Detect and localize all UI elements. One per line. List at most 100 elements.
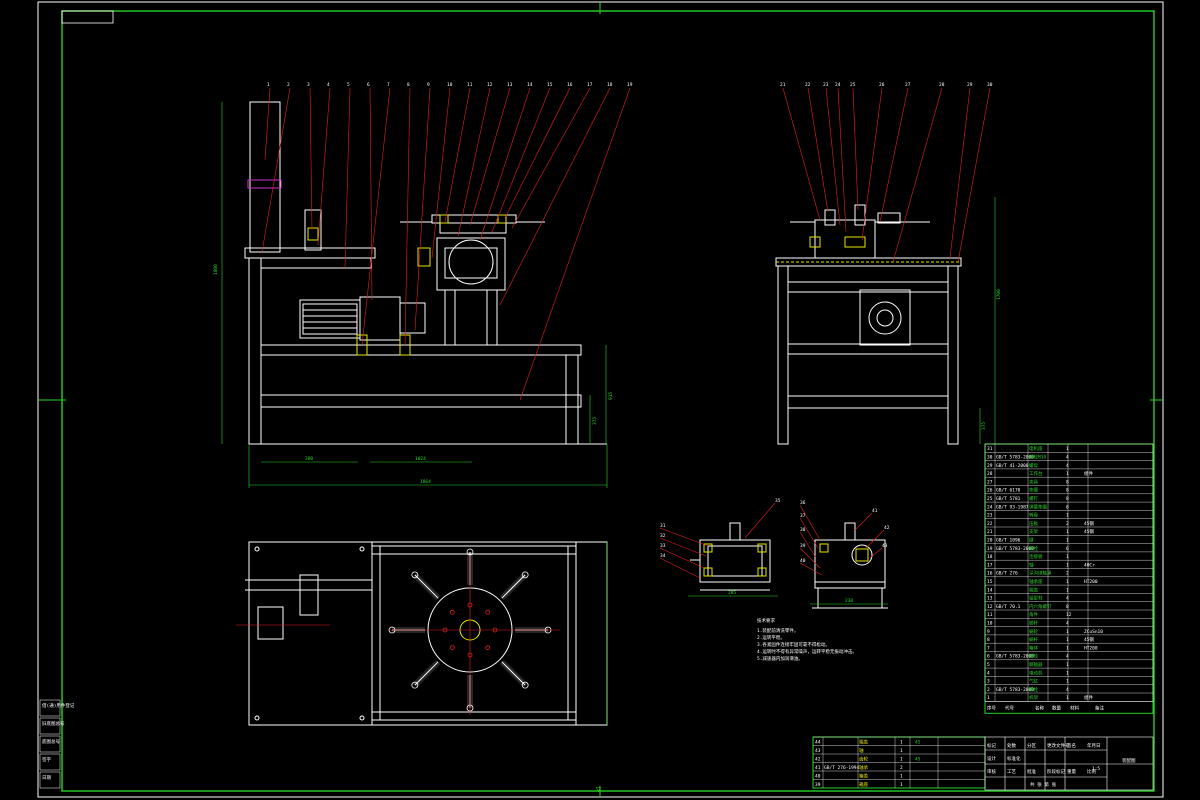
leader-line <box>892 87 943 263</box>
centering-marks <box>38 2 1163 797</box>
leader-number: 11 <box>467 82 473 88</box>
leader-number: 13 <box>507 82 513 88</box>
leader-line <box>837 87 847 233</box>
bom-cell: 螺母 <box>1029 462 1038 469</box>
bom-cell: 24 <box>987 504 993 510</box>
leader-number: 1 <box>267 82 270 88</box>
title-block-label: 标准化 <box>1007 755 1021 762</box>
bom-cell: GB/T 5783-2000 <box>996 546 1034 552</box>
leader-line <box>659 547 705 569</box>
bom-cell: 1 <box>1066 695 1069 701</box>
leader-number: 39 <box>800 543 806 549</box>
bom-cell: 10 <box>987 621 993 627</box>
bom-cell: 2 <box>1066 571 1069 577</box>
bom-cell: 端盖 <box>1029 586 1038 593</box>
scale-value: 1:5 <box>1092 766 1100 772</box>
bom-cell: ZCuSn10 <box>1084 629 1103 635</box>
bom-cell: 23 <box>987 513 993 519</box>
bom-cell: 夹具 <box>1029 478 1038 485</box>
bom-header-cell: 名称 <box>1035 704 1044 711</box>
arm-end <box>411 571 419 579</box>
lower-bom-cell: 41 <box>815 765 821 771</box>
bom-header-cell: 材料 <box>1070 704 1079 711</box>
strip-label: 借(通)用件登记 <box>42 702 75 709</box>
lower-bom-cell: 1 <box>900 757 903 763</box>
dim-side-low: 375 <box>981 422 987 430</box>
detail-left <box>690 522 771 591</box>
bom-cell: GB/T 1096 <box>996 538 1021 544</box>
notes-title: 技术要求 <box>757 617 775 624</box>
bom-cell: 支架 <box>1029 528 1038 535</box>
bom-cell: 4 <box>987 670 990 676</box>
leader-line <box>344 87 351 269</box>
leader-line <box>511 87 591 229</box>
leader-number: 23 <box>823 82 829 88</box>
strip-cell <box>39 753 61 771</box>
bom-cell: 4 <box>1066 455 1069 461</box>
note-line: 2.运转平稳。 <box>757 634 785 641</box>
leader-line <box>799 504 821 541</box>
bom-cell: 12 <box>1066 612 1072 618</box>
bom-cell: 27 <box>987 479 993 485</box>
bom-cell: 转盘 <box>1029 512 1038 519</box>
bom-cell: 连接板 <box>1029 553 1043 560</box>
dim-mid-span: 1024 <box>415 456 426 462</box>
bom-cell: 联轴器 <box>1029 661 1043 668</box>
strip-label: 签字 <box>42 756 51 763</box>
leader-line <box>659 537 707 557</box>
bom-cell: 弹簧垫圈 <box>1029 503 1047 510</box>
bom-cell: 1 <box>1066 446 1069 452</box>
leader-number: 43 <box>882 543 888 549</box>
bom-cell: 螺栓 <box>1029 653 1038 660</box>
leader-line <box>799 531 817 559</box>
leader-line <box>479 87 531 241</box>
bom-header-cell: 数量 <box>1052 704 1061 711</box>
leader-number: 41 <box>872 508 878 514</box>
title-block-label: 批准 <box>1027 768 1036 775</box>
note-line: 5.减速器内加润滑油。 <box>757 655 803 662</box>
leader-number: 22 <box>805 82 811 88</box>
bom-cell: GB/T 41-2000 <box>996 463 1029 469</box>
side-view-hatch <box>776 236 961 263</box>
bom-cell: 26 <box>987 488 993 494</box>
dim-side-height: 1700 <box>996 289 1002 300</box>
bom-cell: 1 <box>1066 554 1069 560</box>
lower-bom-cell: 齿轮 <box>859 756 868 763</box>
bom-cell: 14 <box>987 587 993 593</box>
dim-detail-right: 230 <box>845 598 853 604</box>
leader-line <box>659 557 701 579</box>
bom-cell: 11 <box>987 612 993 618</box>
strip-label: 底图总号 <box>42 738 60 745</box>
title-block-label: 重量 <box>1067 768 1076 775</box>
dim-right-h2: 375 <box>592 417 598 425</box>
leader-line <box>414 87 431 331</box>
leader-line <box>744 502 776 539</box>
leader-number: 30 <box>987 82 993 88</box>
bom-cell: 1 <box>1066 629 1069 635</box>
bottom-center-mark: ▽ <box>596 785 601 794</box>
top-view <box>245 541 608 726</box>
arm-line <box>414 574 439 599</box>
title-block-label: 审核 <box>987 768 996 775</box>
bom-cell: HT200 <box>1084 645 1098 651</box>
leader-number: 24 <box>835 82 841 88</box>
bom-cell: 40Cr <box>1084 562 1095 568</box>
lower-bom-cell: GB/T 276-1994 <box>824 765 860 771</box>
bom-cell: 螺钉 <box>1029 495 1038 502</box>
bom-cell: 12 <box>987 604 993 610</box>
lower-bom-cell: 42 <box>815 757 821 763</box>
bom-cell: 脚杯 <box>1029 620 1038 627</box>
note-line: 4.运转时不得有异常噪声，运转平稳无振动冲击。 <box>757 648 857 655</box>
title-block-label: 阶段标记 <box>1047 768 1065 775</box>
leader-line <box>491 87 551 233</box>
leader-number: 25 <box>850 82 856 88</box>
bom-cell: 4 <box>1066 621 1069 627</box>
bom-cell: 1 <box>1066 579 1069 585</box>
bom-cell: 电动机 <box>1029 669 1043 676</box>
front-view <box>244 101 607 445</box>
bom-cell: 1 <box>1066 637 1069 643</box>
bom-cell: 机架 <box>1029 694 1038 701</box>
lower-bom-cell: 1 <box>900 774 903 780</box>
bom-cell: 30 <box>987 455 993 461</box>
